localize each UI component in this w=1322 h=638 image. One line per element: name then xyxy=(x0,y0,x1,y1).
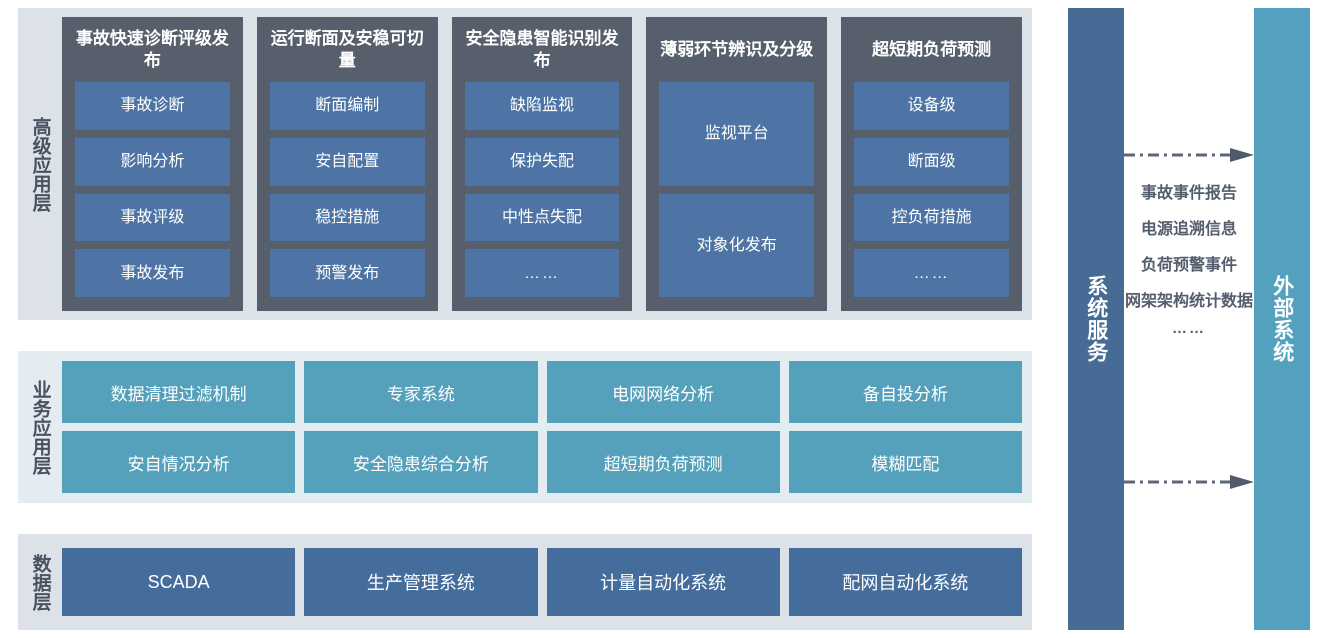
data-item[interactable]: SCADA xyxy=(62,548,296,616)
advanced-item[interactable]: 设备级 xyxy=(854,82,1009,130)
advanced-item[interactable]: 预警发布 xyxy=(269,249,425,297)
advanced-item[interactable]: 控负荷措施 xyxy=(854,193,1009,242)
business-item[interactable]: 模糊匹配 xyxy=(788,431,1022,493)
advanced-column-3-title: 安全隐患智能识别发布 xyxy=(465,29,619,70)
dash-dot-arrow-right-icon xyxy=(1124,475,1254,489)
flow-label-ellipsis: …… xyxy=(1172,320,1206,337)
business-item[interactable]: 专家系统 xyxy=(304,361,538,423)
advanced-item-ellipsis[interactable]: …… xyxy=(464,249,620,297)
advanced-item[interactable]: 保护失配 xyxy=(464,137,620,186)
advanced-item[interactable]: 对象化发布 xyxy=(659,193,815,297)
advanced-item[interactable]: 影响分析 xyxy=(75,137,230,186)
advanced-item[interactable]: 事故诊断 xyxy=(75,82,230,130)
flow-label: 网架架构统计数据 xyxy=(1124,293,1253,310)
advanced-column-5-title: 超短期负荷预测 xyxy=(872,40,992,60)
advanced-item[interactable]: 断面编制 xyxy=(269,82,425,130)
advanced-item[interactable]: 安自配置 xyxy=(269,137,425,186)
business-item[interactable]: 数据清理过滤机制 xyxy=(62,361,296,423)
advanced-column-5-items: 设备级 断面级 控负荷措施 …… xyxy=(854,82,1009,297)
advanced-column-4-title: 薄弱环节辨识及分级 xyxy=(660,40,814,60)
flow-label: 电源追溯信息 xyxy=(1140,221,1237,238)
advanced-column-5: 超短期负荷预测 设备级 断面级 控负荷措施 …… xyxy=(841,17,1022,311)
business-item[interactable]: 安全隐患综合分析 xyxy=(304,431,538,493)
advanced-item[interactable]: 断面级 xyxy=(854,137,1009,186)
business-item[interactable]: 电网网络分析 xyxy=(546,361,780,423)
advanced-item[interactable]: 中性点失配 xyxy=(464,193,620,242)
advanced-application-layer: 高级应用层 事故快速诊断评级发布 事故诊断 影响分析 事故评级 事故发布 运行断… xyxy=(18,8,1032,320)
advanced-item[interactable]: 监视平台 xyxy=(659,82,815,186)
external-system-label: 外部系统 xyxy=(1270,275,1294,363)
business-item[interactable]: 备自投分析 xyxy=(788,361,1022,423)
advanced-item[interactable]: 事故发布 xyxy=(75,249,230,297)
advanced-layer-columns: 事故快速诊断评级发布 事故诊断 影响分析 事故评级 事故发布 运行断面及安稳可切… xyxy=(62,8,1032,320)
advanced-column-3: 安全隐患智能识别发布 缺陷监视 保护失配 中性点失配 …… xyxy=(451,17,633,311)
business-row: 数据清理过滤机制 专家系统 电网网络分析 备自投分析 xyxy=(62,361,1022,423)
business-item[interactable]: 安自情况分析 xyxy=(62,431,296,493)
advanced-column-4: 薄弱环节辨识及分级 监视平台 对象化发布 xyxy=(646,17,828,311)
advanced-item-ellipsis[interactable]: …… xyxy=(854,249,1009,297)
system-service-label: 系统服务 xyxy=(1084,275,1108,363)
data-layer: 数据层 SCADA 生产管理系统 计量自动化系统 配网自动化系统 xyxy=(18,534,1032,630)
data-item[interactable]: 配网自动化系统 xyxy=(788,548,1022,616)
business-application-layer: 业务应用层 数据清理过滤机制 专家系统 电网网络分析 备自投分析 安自情况分析 … xyxy=(18,351,1032,503)
advanced-item[interactable]: 缺陷监视 xyxy=(464,82,620,130)
data-item[interactable]: 生产管理系统 xyxy=(304,548,538,616)
advanced-column-1-items: 事故诊断 影响分析 事故评级 事故发布 xyxy=(75,82,230,297)
advanced-column-3-items: 缺陷监视 保护失配 中性点失配 …… xyxy=(464,82,620,297)
external-system-bar: 外部系统 xyxy=(1254,8,1310,630)
business-layer-rows: 数据清理过滤机制 专家系统 电网网络分析 备自投分析 安自情况分析 安全隐患综合… xyxy=(62,351,1032,503)
advanced-column-4-items: 监视平台 对象化发布 xyxy=(659,82,815,297)
advanced-layer-title: 高级应用层 xyxy=(29,116,51,212)
data-layer-title: 数据层 xyxy=(29,553,51,611)
data-item[interactable]: 计量自动化系统 xyxy=(546,548,780,616)
flow-label: 负荷预警事件 xyxy=(1140,257,1237,274)
advanced-column-1: 事故快速诊断评级发布 事故诊断 影响分析 事故评级 事故发布 xyxy=(62,17,243,311)
business-layer-title: 业务应用层 xyxy=(29,379,51,475)
advanced-item[interactable]: 稳控措施 xyxy=(269,193,425,242)
flow-label-list: 事故事件报告 电源追溯信息 负荷预警事件 网架架构统计数据 …… xyxy=(1124,184,1254,339)
dash-dot-arrow-right-icon xyxy=(1124,148,1254,162)
data-layer-items: SCADA 生产管理系统 计量自动化系统 配网自动化系统 xyxy=(62,534,1032,630)
advanced-column-1-title: 事故快速诊断评级发布 xyxy=(75,29,229,70)
business-row: 安自情况分析 安全隐患综合分析 超短期负荷预测 模糊匹配 xyxy=(62,431,1022,493)
advanced-item[interactable]: 事故评级 xyxy=(75,193,230,242)
flow-area: 事故事件报告 电源追溯信息 负荷预警事件 网架架构统计数据 …… xyxy=(1124,8,1254,630)
business-item[interactable]: 超短期负荷预测 xyxy=(546,431,780,493)
system-service-bar: 系统服务 xyxy=(1068,8,1124,630)
advanced-column-2: 运行断面及安稳可切量 断面编制 安自配置 稳控措施 预警发布 xyxy=(256,17,438,311)
advanced-column-2-items: 断面编制 安自配置 稳控措施 预警发布 xyxy=(269,82,425,297)
advanced-column-2-title: 运行断面及安稳可切量 xyxy=(270,29,424,70)
flow-label: 事故事件报告 xyxy=(1140,185,1237,202)
